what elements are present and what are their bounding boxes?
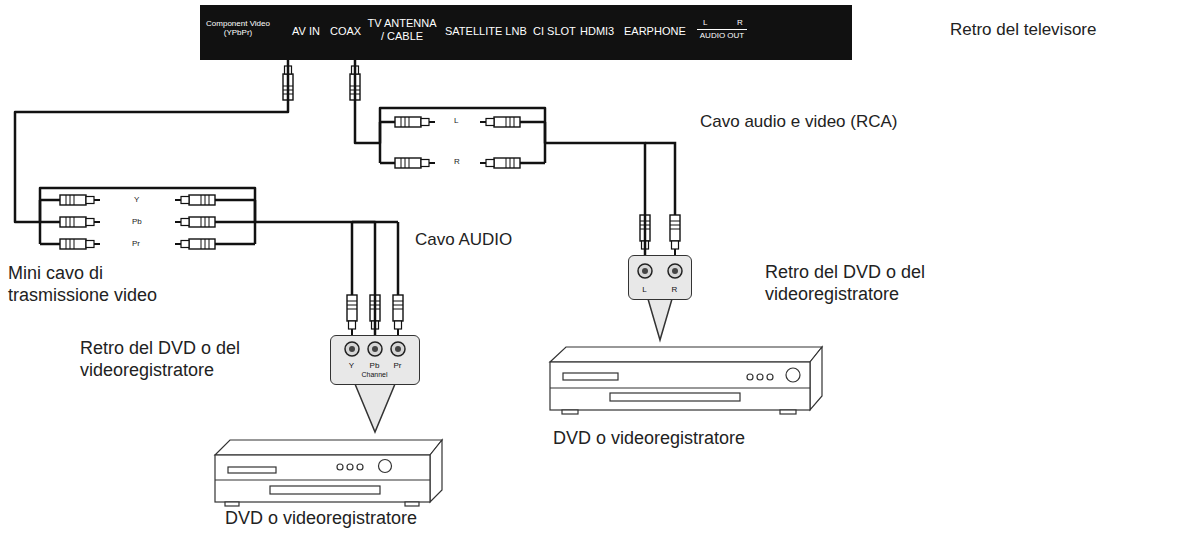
rca-plug: [60, 217, 100, 227]
cable-caption: Cavo AUDIO: [415, 230, 512, 250]
jack-label: Y: [349, 361, 354, 370]
rca-plug: [347, 295, 357, 335]
rca-plug: [175, 239, 215, 249]
port-label: CI SLOT: [533, 25, 576, 38]
rca-plug: [670, 215, 680, 255]
jack-set: [330, 335, 420, 385]
device-jack-panel: LR: [628, 255, 692, 300]
rca-jack: [638, 264, 652, 278]
rca-plug: [393, 295, 403, 335]
rca-jack: [368, 342, 382, 356]
rca-jack: [345, 342, 359, 356]
rca-plug: [395, 117, 435, 127]
rca-plug: [60, 239, 100, 249]
cable: [355, 60, 645, 255]
channel-letter: R: [454, 157, 460, 167]
cable-wire: [215, 200, 255, 244]
channel-letter: L: [454, 116, 458, 126]
jack-set: [628, 255, 692, 300]
rca-plug: [175, 217, 215, 227]
channel-letter: Pb: [132, 217, 142, 227]
tv-back-panel: Component Video (YPbPr) AV IN COAX TV ANTEN…: [200, 5, 852, 60]
rca-jack: [668, 264, 682, 278]
port-label: COAX: [330, 25, 361, 38]
port-label: HDMI3: [580, 25, 614, 38]
port-label: AUDIO OUT: [697, 29, 747, 40]
channel-letter: L: [703, 18, 707, 27]
jack-label: R: [672, 285, 678, 294]
cable-wire: [520, 122, 545, 163]
port-label: AV IN: [292, 25, 320, 38]
device-caption: Retro del DVD o del videoregistratore: [765, 262, 980, 305]
pointer-triangle: [648, 299, 672, 340]
rca-plug: [175, 195, 215, 205]
cable-wire: [645, 143, 675, 215]
channel-letter: R: [737, 18, 743, 27]
rca-plug: [395, 158, 435, 168]
rca-plug: [60, 195, 100, 205]
device-caption: Retro del DVD o del videoregistratore: [80, 338, 295, 381]
dvd-player: [550, 347, 822, 414]
jack-label: Pb: [370, 361, 380, 370]
panel-caption: Retro del televisore: [950, 20, 1096, 40]
dvd-player: [215, 440, 442, 506]
port-label: SATELLITE LNB: [445, 25, 527, 38]
rca-jack: [391, 342, 405, 356]
port-label: TV ANTENNA / CABLE: [366, 17, 438, 42]
cable-wire: [40, 200, 60, 244]
device-jack-panel: Y Pb PrChannel: [330, 335, 420, 385]
cable-caption: Mini cavo di trasmissione video: [8, 263, 198, 306]
channel-letter: Y: [134, 195, 139, 205]
channel-letter: Pr: [132, 239, 140, 249]
device-caption: DVD o videoregistratore: [225, 508, 417, 530]
port-label: Component Video (YPbPr): [206, 19, 270, 37]
jack-label: Channel: [361, 371, 387, 379]
cable-caption: Cavo audio e video (RCA): [700, 112, 897, 132]
cable-wire: [380, 122, 395, 163]
port-label: EARPHONE: [624, 25, 686, 38]
rca-plug: [480, 117, 520, 127]
rca-plug: [480, 158, 520, 168]
pointer-triangle: [355, 384, 395, 432]
device-caption: DVD o videoregistratore: [553, 428, 745, 450]
cable: [15, 60, 375, 335]
jack-label: Pr: [394, 361, 402, 370]
jack-label: L: [642, 285, 646, 294]
